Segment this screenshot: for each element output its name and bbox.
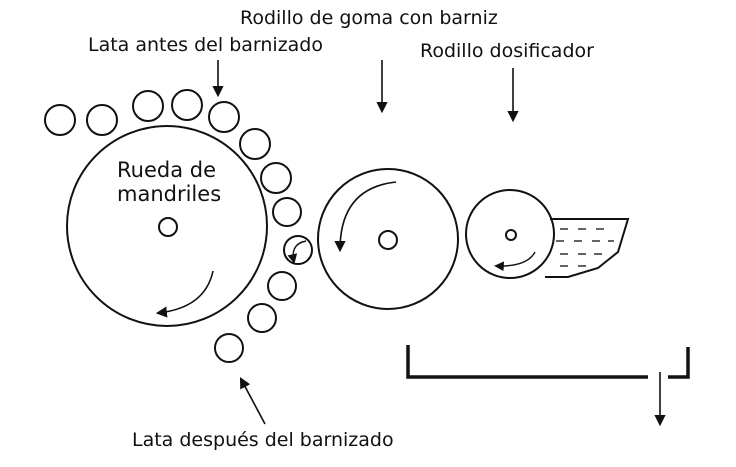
- can-before-8: [272, 197, 302, 227]
- can-before-2: [86, 104, 118, 136]
- mandrel-wheel-rotation-arrow: [155, 270, 214, 318]
- label-rueda-mandriles: Rueda de mandriles: [117, 158, 221, 206]
- can-after-1: [267, 271, 297, 301]
- rubber-roller: [317, 168, 459, 310]
- conveyor-bracket: [406, 345, 648, 379]
- can-before-5: [208, 101, 240, 133]
- can-before-1: [44, 104, 76, 136]
- can-before-6: [239, 128, 271, 160]
- rubber-roller-hub: [378, 230, 398, 250]
- can-after-3: [214, 333, 244, 363]
- can-before-7: [260, 162, 292, 194]
- metering-roller-hub: [505, 229, 517, 241]
- mandrel-wheel-hub: [158, 217, 178, 237]
- can-before-4: [171, 89, 203, 121]
- varnish-liquid-dashes: [556, 228, 614, 267]
- conveyor-bracket-right: [668, 347, 690, 379]
- rubber-roller-rotation-arrow: [334, 181, 397, 253]
- label-rueda-line2: mandriles: [117, 182, 222, 206]
- metering-roller-rotation-arrow: [494, 251, 536, 272]
- label-rodillo-dosificador: Rodillo dosificador: [420, 40, 594, 62]
- varnish-tray: [545, 218, 630, 278]
- label-lata-despues: Lata después del barnizado: [132, 429, 394, 451]
- can-before-3: [132, 90, 164, 122]
- can-after-2: [247, 303, 277, 333]
- label-rueda-line1: Rueda de: [117, 158, 217, 182]
- can-varnishing: [283, 235, 313, 265]
- can-rotation-arrow: [287, 240, 307, 264]
- metering-roller: [465, 189, 555, 279]
- arrow-lata-despues: [239, 377, 266, 425]
- mandrel-wheel: [66, 125, 268, 327]
- label-lata-antes: Lata antes del barnizado: [88, 34, 323, 56]
- label-rodillo-goma: Rodillo de goma con barniz: [240, 7, 498, 29]
